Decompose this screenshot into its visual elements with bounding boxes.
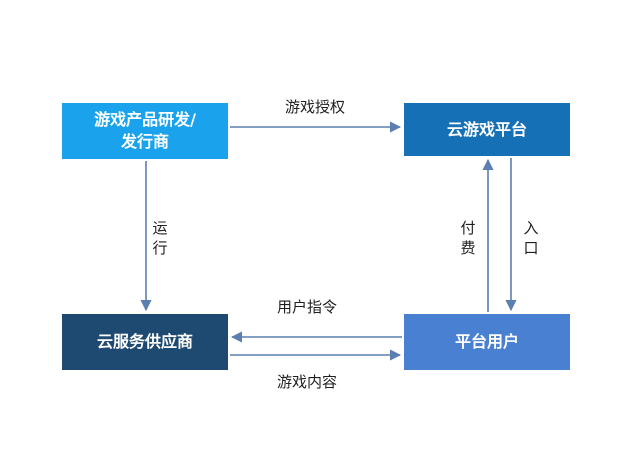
label-run-char2: 行: [152, 239, 168, 257]
node-game-developer-label-line1: 游戏产品研发/: [94, 110, 196, 129]
node-cloud-game-platform: 云游戏平台: [404, 103, 570, 156]
label-run-char1: 运: [152, 219, 168, 237]
label-entry-char2: 口: [523, 239, 539, 257]
label-pay-char2: 费: [460, 239, 476, 257]
node-cloud-service-provider-label: 云服务供应商: [96, 332, 193, 351]
node-cloud-game-platform-label: 云游戏平台: [446, 119, 527, 139]
label-entry-char1: 入: [523, 219, 539, 237]
node-platform-user-label: 平台用户: [454, 332, 519, 351]
node-platform-user: 平台用户: [404, 314, 570, 370]
label-pay-char1: 付: [460, 219, 476, 237]
label-entry: 入 口: [521, 218, 541, 258]
node-cloud-service-provider: 云服务供应商: [62, 314, 228, 370]
node-game-developer-label-line2: 发行商: [120, 132, 169, 151]
label-user-command: 用户指令: [277, 298, 338, 316]
label-game-license: 游戏授权: [285, 98, 346, 116]
label-pay: 付 费: [458, 218, 478, 258]
label-game-content: 游戏内容: [277, 373, 338, 391]
node-game-developer-publisher: 游戏产品研发/ 发行商: [62, 103, 228, 159]
label-run: 运 行: [150, 218, 170, 258]
